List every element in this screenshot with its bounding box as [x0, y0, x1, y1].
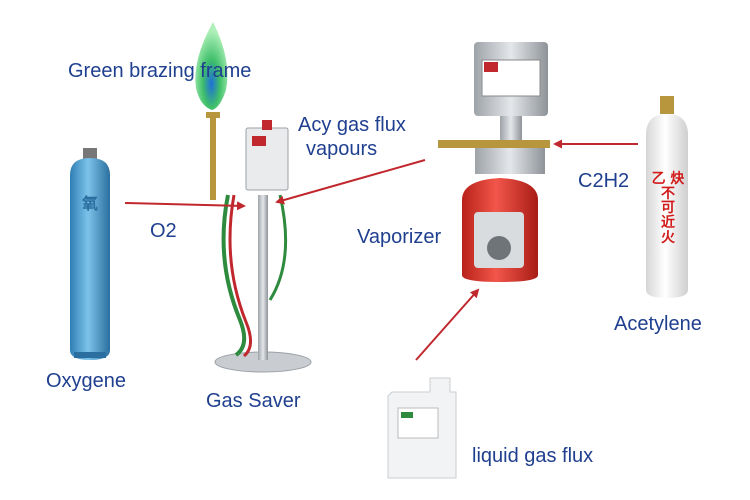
oxygen-cylinder-text: 氧	[82, 194, 99, 213]
o2-arrow	[124, 201, 246, 211]
label-oxygene: Oxygene	[46, 370, 127, 392]
green-flame	[195, 22, 228, 110]
liquid-flux-canister	[387, 377, 457, 479]
label-acetylene: Acetylene	[614, 313, 702, 335]
acetylene-text-line5: 火	[661, 229, 675, 246]
acetylene-text-line4: 近	[661, 215, 675, 232]
liquid-flux-arrow	[415, 288, 480, 361]
label-o2: O2	[150, 220, 177, 242]
acetylene-text-line3: 可	[661, 200, 675, 217]
flux-vapours-arrow	[275, 159, 426, 205]
gas-saver-unit	[214, 120, 312, 373]
acetylene-text-line1: 乙 炔	[651, 171, 685, 187]
label-flux-vapours-line2: vapours	[306, 138, 378, 160]
oxygen-cylinder	[70, 148, 110, 360]
label-c2h2: C2H2	[578, 170, 630, 192]
label-green-brazing-frame: Green brazing frame	[68, 60, 252, 82]
label-liquid-gas-flux: liquid gas flux	[472, 445, 594, 467]
label-flux-vapours-line1: Acy gas flux	[298, 114, 406, 136]
acetylene-cylinder-text: 乙 炔 不 可 近 火	[647, 172, 689, 245]
label-gas-saver: Gas Saver	[206, 390, 301, 412]
acetylene-text-line2: 不	[661, 185, 675, 202]
brazing-torch	[206, 112, 220, 200]
label-vaporizer: Vaporizer	[357, 226, 442, 248]
acetylene-cylinder	[646, 96, 688, 298]
vaporizer-unit	[438, 42, 550, 282]
